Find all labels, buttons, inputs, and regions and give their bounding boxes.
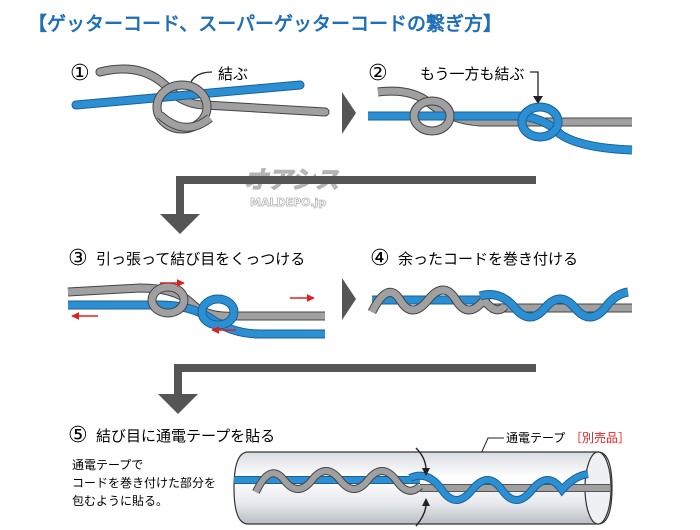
step-2-cords [368, 86, 633, 155]
step-5-label: 結び目に通電テープを貼る [96, 427, 275, 445]
step-2-number: ② [368, 61, 388, 86]
arrow-right-1 [342, 92, 356, 134]
step-1-number: ① [70, 61, 90, 86]
connector-arrowhead-2 [158, 394, 198, 414]
note-line-2: コードを巻き付けた部分を [72, 475, 216, 490]
step-2-label: もう一方も結ぶ [420, 65, 525, 83]
step-5: ⑤ 結び目に通電テープを貼る 通電テープで コードを巻き付けた部分を 包むように… [68, 423, 630, 527]
step-3-number: ③ [68, 246, 88, 271]
step-4-label: 余ったコードを巻き付ける [398, 250, 578, 268]
step-1: ① 結ぶ [70, 61, 330, 134]
connector-arrow-1 [176, 176, 536, 218]
tape-callout-line [479, 437, 504, 457]
note-line-1: 通電テープで [72, 458, 143, 472]
arrow-right-2 [342, 278, 356, 320]
note-line-3: 包むように貼る。 [72, 493, 168, 508]
step-5-number: ⑤ [68, 423, 88, 448]
step-4-cords [367, 285, 632, 322]
step-3-label: 引っ張って結び目をくっつける [96, 250, 305, 268]
step-2: ② もう一方も結ぶ [368, 61, 633, 155]
step-2-callout-line [530, 71, 539, 100]
step-1-label: 結ぶ [218, 65, 248, 83]
step-4: ④ 余ったコードを巻き付ける [367, 246, 632, 322]
step-1-cords [71, 64, 330, 134]
watermark: オアシス MALDEPO.jp [243, 165, 339, 209]
connector-arrowhead-1 [160, 214, 200, 234]
tape-tube [233, 447, 613, 527]
page-title: 【ゲッターコード、スーパーゲッターコードの繋ぎ方】 [28, 12, 502, 35]
connector-arrow-2 [174, 364, 536, 398]
watermark-sub: MALDEPO.jp [250, 196, 326, 209]
step-3-cords [67, 282, 325, 339]
step-4-number: ④ [370, 246, 390, 271]
tape-label: 通電テープ [506, 431, 565, 445]
step-3: ③ 引っ張って結び目をくっつける [67, 246, 325, 339]
tape-extra-label: ［別売品］ [570, 430, 630, 445]
